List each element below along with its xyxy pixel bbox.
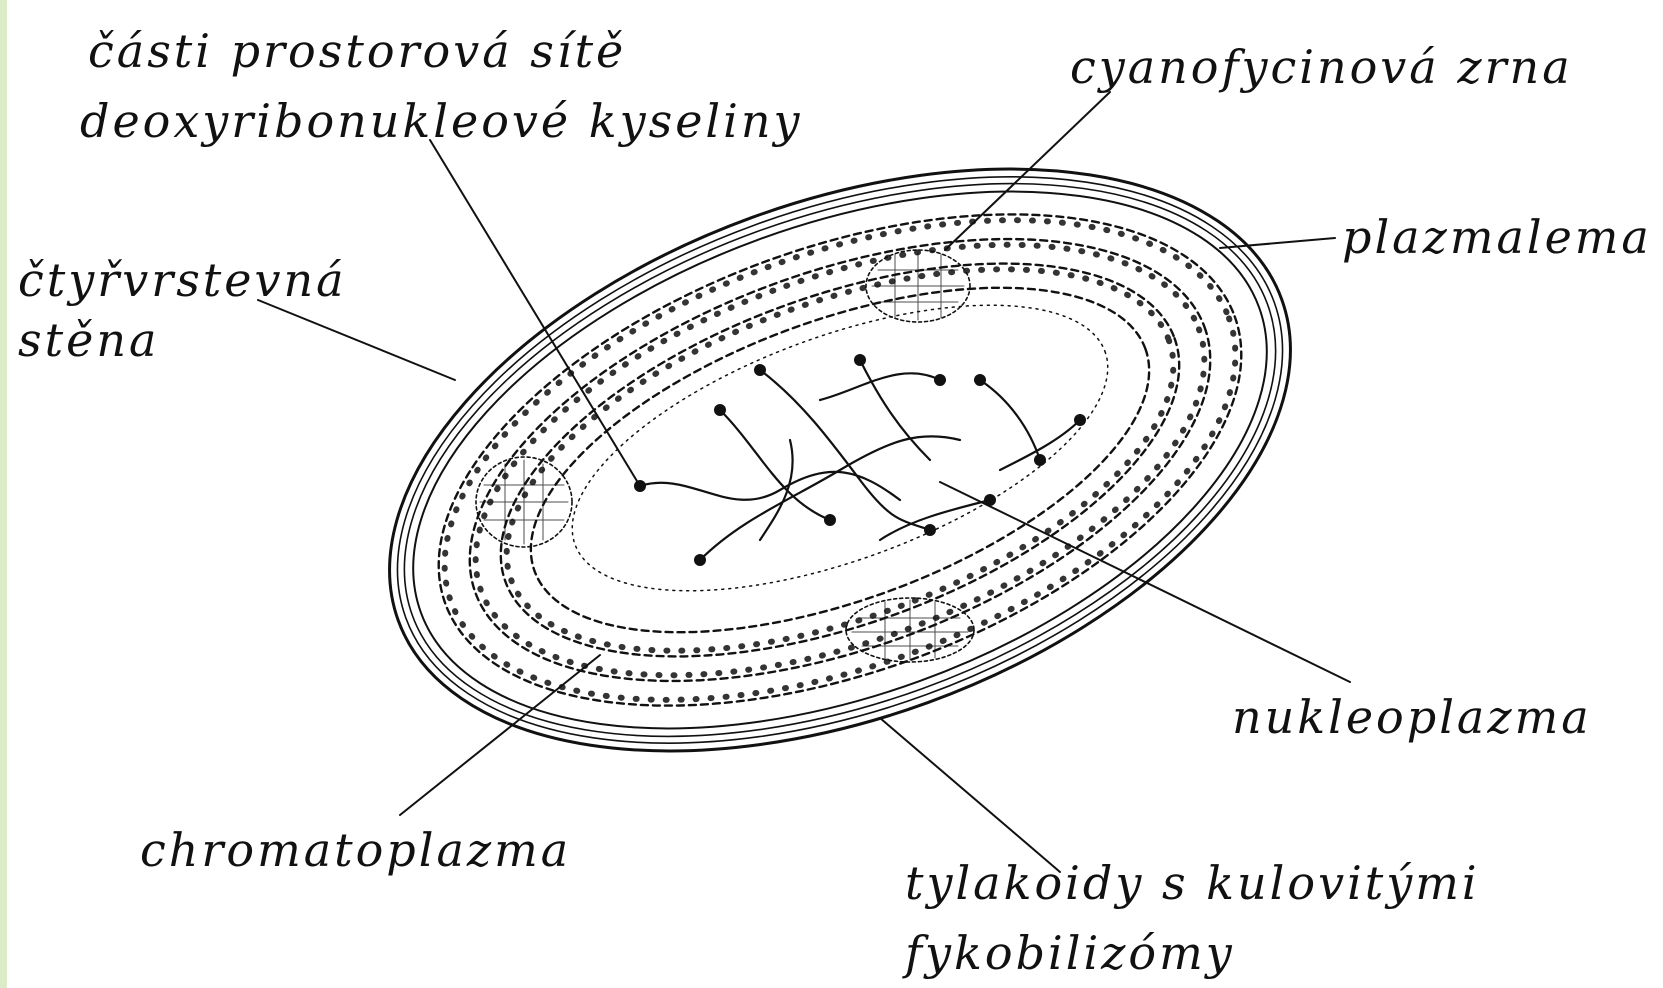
- dna-strand-7: [980, 380, 1040, 460]
- label-chromatoplasm: chromatoplazma: [140, 825, 571, 875]
- dna-node-4: [934, 374, 946, 386]
- thylakoid-band-4: [487, 217, 1194, 702]
- dna-strand-8: [760, 440, 793, 540]
- leader-plasmalemma: [1220, 238, 1335, 248]
- leader-thylakoid: [880, 718, 1060, 872]
- label-wall-line1: čtyřvrstevná: [18, 255, 347, 305]
- dna-strand-10: [880, 500, 990, 540]
- dna-node-7: [854, 354, 866, 366]
- dna-strand-1: [640, 472, 900, 500]
- dna-strand-3: [760, 370, 930, 530]
- leader-wall: [258, 300, 455, 380]
- granule-1-hatch: [872, 252, 964, 320]
- label-plasmalemma: plazmalema: [1342, 212, 1652, 262]
- label-cyanophycin: cyanofycinová zrna: [1070, 42, 1573, 92]
- dna-node-12: [1034, 454, 1046, 466]
- label-wall-line2: stěna: [18, 315, 159, 365]
- dna-node-5: [694, 554, 706, 566]
- dna-node-6: [924, 524, 936, 536]
- dna-node-8: [974, 374, 986, 386]
- phycobilisome-dots-3: [457, 192, 1223, 728]
- label-nucleoplasm: nukleoplazma: [1232, 692, 1592, 742]
- dna-strand-2: [720, 410, 830, 520]
- cell-wall-layer-2: [320, 67, 1359, 853]
- thylakoid-band-3: [449, 184, 1230, 736]
- label-dna-line2: deoxyribonukleové kyseliny: [80, 96, 802, 146]
- phycobilisome-dots-1: [381, 125, 1300, 795]
- granule-2-hatch: [480, 460, 568, 544]
- dna-node-2: [714, 404, 726, 416]
- leader-chromatoplasm: [400, 655, 600, 815]
- leader-nucleoplasm: [940, 482, 1350, 682]
- dna-node-3: [754, 364, 766, 376]
- label-thylakoid-line1: tylakoidy s kulovitými: [905, 858, 1480, 908]
- phycobilisome-dots-2: [419, 158, 1261, 761]
- cell-wall-outer: [310, 57, 1370, 863]
- label-dna-line1: části prostorová sítě: [88, 26, 626, 76]
- dna-node-9: [1074, 414, 1086, 426]
- dna-node-11: [824, 514, 836, 526]
- label-thylakoid-line2: fykobilizómy: [905, 928, 1235, 978]
- dna-strand-5: [700, 436, 960, 560]
